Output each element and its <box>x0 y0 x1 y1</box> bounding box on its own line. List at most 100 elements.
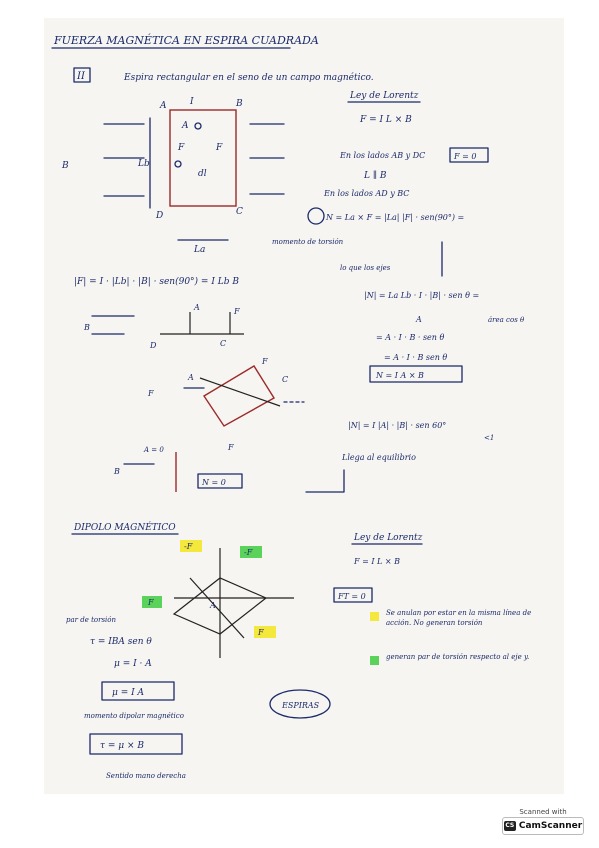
page-title: FUERZA MAGNÉTICA EN ESPIRA CUADRADA <box>53 33 319 47</box>
green-marker <box>370 656 379 665</box>
tau-equation: τ = IBA sen θ <box>90 637 152 647</box>
lorentz-formula: F = I L × B <box>359 115 412 125</box>
camscanner-brand: CS CamScanner <box>502 817 584 835</box>
vertex-b: B <box>235 99 243 109</box>
out-of-page-icon <box>194 122 202 130</box>
force-label-right: F <box>215 143 223 153</box>
note2-wrapper: generan par de torsión respecto al eje y… <box>386 653 530 661</box>
f-zero-text: F = 0 <box>453 152 476 161</box>
n-vector-circle <box>307 207 325 225</box>
mu-equation: μ = I · A <box>114 659 152 669</box>
equilibrium-text: Llega al equilibrio <box>341 453 416 462</box>
neg-f-label-green: -F <box>244 548 253 557</box>
side-b-label: B <box>83 323 90 332</box>
highlight-neg-f-green <box>240 546 262 558</box>
f-label-yellow: F <box>257 628 264 637</box>
x-axis <box>189 577 245 639</box>
note-torque: generan par de torsión respecto al eje y… <box>386 653 530 661</box>
equilibrium-diagram: A = 0 B N = 0 <box>113 446 345 493</box>
n-zero-text: N = 0 <box>201 478 226 487</box>
b-field-label: B <box>61 161 69 171</box>
ft-zero-box <box>333 587 373 603</box>
force-magnitude-eq: |F| = I · |Lb| · |B| · sen(90°) = I Lb B <box>74 276 239 287</box>
highlight-f-green <box>142 596 162 608</box>
side-c-label: C <box>220 339 226 348</box>
highlight-neg-f <box>180 540 202 552</box>
side-d-label: D <box>149 341 157 350</box>
current-label: I <box>189 97 194 107</box>
tilted-f-bottom: F <box>227 443 234 452</box>
dipole-moment-label: momento dipolar magnético <box>84 712 184 720</box>
lb-label: Lb <box>137 159 150 169</box>
note-cancel: Se anulan por estar en la misma línea de… <box>386 609 532 627</box>
rect-loop <box>169 109 237 207</box>
mu-box <box>101 681 175 701</box>
area-a-label: A <box>415 315 422 324</box>
ft-zero-text: FT = 0 <box>337 592 366 601</box>
force-label-left: F <box>177 143 185 153</box>
camscanner-logo-icon: CS <box>503 821 516 831</box>
intro-text: Espira rectangular en el seno de un camp… <box>123 72 374 83</box>
dl-label: dl <box>198 169 207 179</box>
n-box <box>369 365 463 383</box>
side-f-label: F <box>233 307 240 316</box>
area-vector-label: A <box>181 121 189 131</box>
notebook-page: FUERZA MAGNÉTICA EN ESPIRA CUADRADA II E… <box>44 18 564 794</box>
tilted-loop <box>203 365 275 427</box>
sides-ad-bc: En los lados AD y BC <box>323 189 409 198</box>
tilted-f-left: F <box>147 389 154 398</box>
f-label-green: F <box>147 598 154 607</box>
vertex-d: D <box>155 211 163 221</box>
area-note: área cos θ <box>488 316 525 324</box>
dipole-a-label: A <box>209 601 216 610</box>
less-than-one: <1 <box>484 434 494 442</box>
la-label: La <box>193 245 205 255</box>
n-step2: = A · I · B · sen θ <box>376 333 444 342</box>
yellow-marker <box>370 612 379 621</box>
sides-ab-dc: En los lados AB y DC <box>339 151 425 160</box>
bracket-arrow <box>305 469 345 493</box>
f-zero-box <box>449 147 489 163</box>
scanned-with-caption: Scanned with <box>519 808 567 816</box>
dipole-3d-diagram: -F -F F F A <box>142 540 294 658</box>
neg-f-label: -F <box>184 542 193 551</box>
torque-label: momento de torsión <box>272 238 344 246</box>
n-step4: |N| = I |A| · |B| · sen 60° <box>348 421 446 430</box>
into-page-icon <box>174 160 182 168</box>
tilted-loop-diagram: A F F C F <box>147 357 305 452</box>
tilted-a-label: A <box>187 373 194 382</box>
side-a-label: A <box>193 303 200 312</box>
dipole-lorentz-formula: F = I L × B <box>353 557 400 566</box>
tau-box <box>89 733 183 755</box>
highlight-f-yellow <box>254 626 276 638</box>
note1-wrapper: Se anulan por estar en la misma línea de… <box>386 609 532 627</box>
n-step3: = A · I · B sen θ <box>384 353 447 362</box>
loop-diagram: A B C D I Lb La B A F F dl <box>61 97 285 255</box>
espiras-label: ESPIRAS <box>281 701 320 710</box>
equil-b-label: B <box>113 467 120 476</box>
tilted-f-top: F <box>261 357 268 366</box>
note-axes: lo que los ejes <box>340 264 391 272</box>
n-zero-box <box>197 473 243 489</box>
mu-box-text: μ = I A <box>112 688 145 698</box>
tau-box-text: τ = μ × B <box>100 741 144 751</box>
n-box-text: N = I A × B <box>375 371 424 380</box>
l-parallel-b: L ∥ B <box>363 170 387 181</box>
espiras-oval <box>269 689 331 719</box>
torque-pair-label: par de torsión <box>66 616 116 624</box>
handwritten-notes: FUERZA MAGNÉTICA EN ESPIRA CUADRADA II E… <box>51 33 532 780</box>
dipole-title: DIPOLO MAGNÉTICO <box>73 521 176 533</box>
lorentz-title: Ley de Lorentz <box>349 91 419 101</box>
camscanner-badge: Scanned with CS CamScanner <box>502 808 584 836</box>
tilted-axis <box>199 377 281 407</box>
vertex-a: A <box>159 101 167 111</box>
section-box <box>73 67 91 83</box>
dipole-lorentz-title: Ley de Lorentz <box>353 533 423 543</box>
right-hand-rule: Sentido mano derecha <box>106 772 186 780</box>
torque-equation: N = La × F = |La| |F| · sen(90°) = <box>325 213 464 222</box>
camscanner-name: CamScanner <box>518 821 583 831</box>
side-view-diagram: A F D C B <box>83 303 244 350</box>
vertex-c: C <box>236 207 243 217</box>
n-step1: |N| = La Lb · I · |B| · sen θ = <box>364 291 479 300</box>
section-number: II <box>76 71 86 82</box>
